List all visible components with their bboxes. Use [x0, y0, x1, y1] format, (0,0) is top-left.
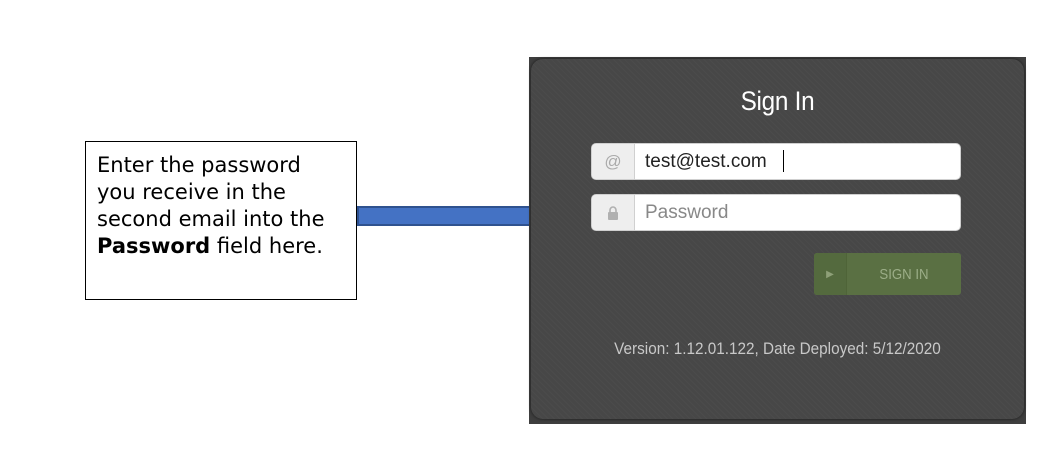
- callout-emphasis: Password: [97, 234, 211, 258]
- play-icon: ▶: [814, 253, 847, 295]
- password-field[interactable]: [591, 194, 961, 231]
- instruction-callout: Enter the password you receive in the se…: [85, 141, 357, 300]
- callout-line-3: second email into the: [97, 207, 325, 231]
- text-caret: [783, 150, 784, 172]
- lock-icon: [592, 195, 635, 230]
- callout-line-2: you receive in the: [97, 180, 286, 204]
- page-title: Sign In: [740, 86, 815, 116]
- sign-in-button-label: SIGN IN: [879, 265, 929, 283]
- version-info: Version: 1.12.01.122, Date Deployed: 5/1…: [614, 339, 941, 358]
- signin-panel: Sign In: [531, 59, 1024, 419]
- email-field[interactable]: @: [591, 143, 961, 180]
- callout-line-4: Password field here.: [97, 233, 346, 260]
- callout-line-1: Enter the password: [97, 153, 301, 177]
- at-icon: @: [592, 144, 635, 179]
- password-input[interactable]: [635, 195, 960, 230]
- callout-line-4-rest: field here.: [210, 234, 323, 258]
- email-input[interactable]: [635, 144, 960, 179]
- sign-in-button[interactable]: ▶ SIGN IN: [814, 253, 961, 295]
